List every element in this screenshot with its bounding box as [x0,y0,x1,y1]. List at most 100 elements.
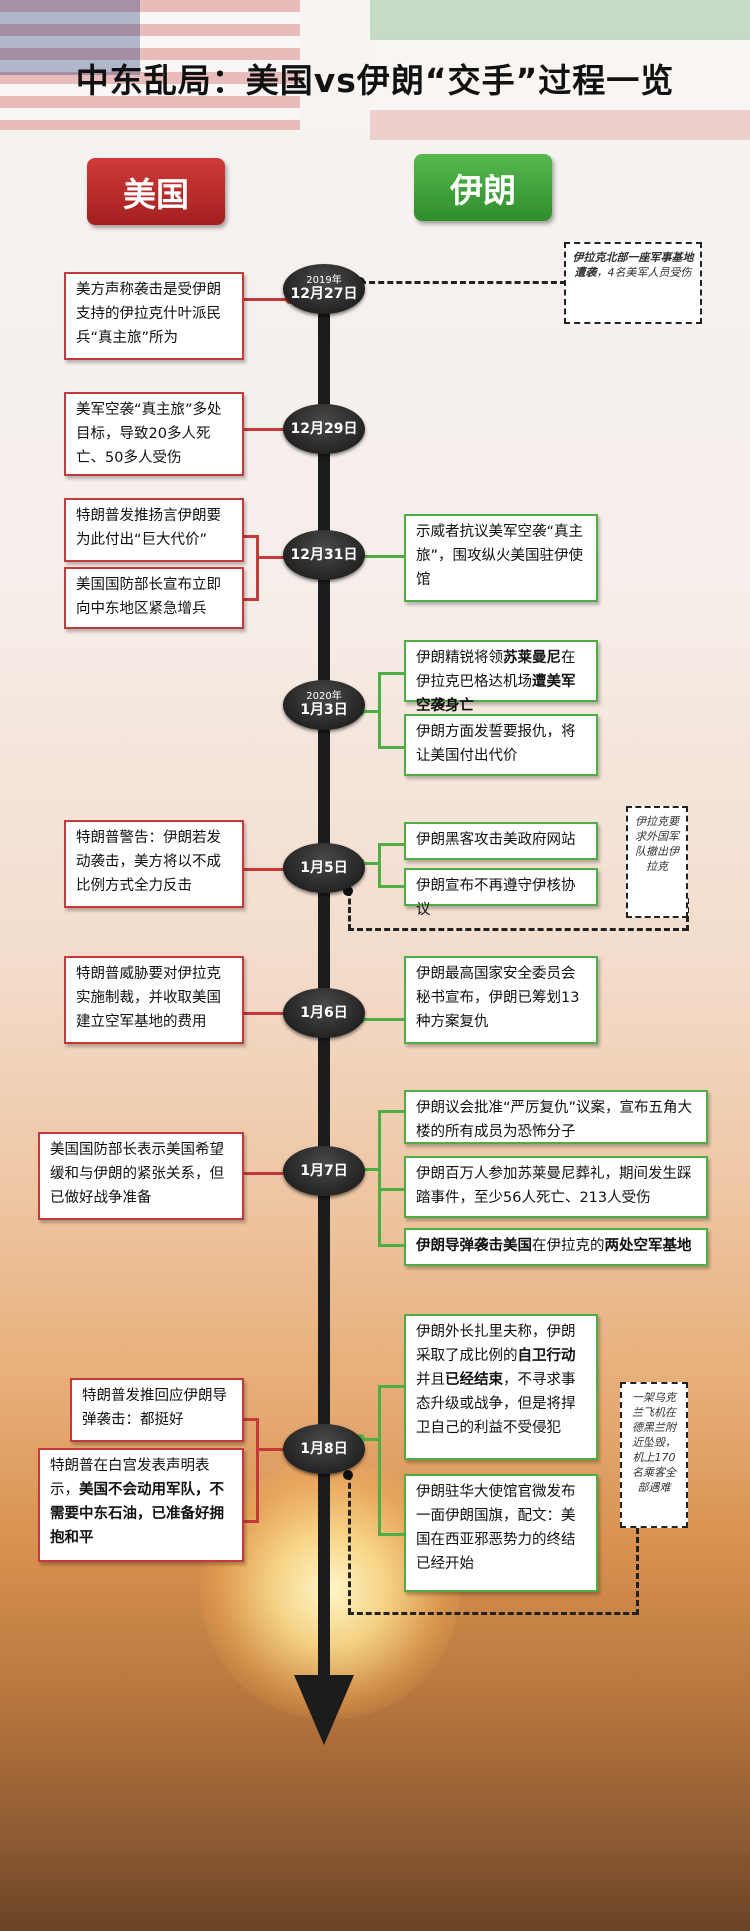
connector-line [378,672,404,675]
event-text-bold: 伊朗导弹袭击美国 [416,1238,532,1254]
date-node-dec29: 12月29日 [283,404,365,454]
node-date: 1月5日 [300,859,348,876]
iran-flag-green-stripe [370,0,750,40]
us-header: 美国 [87,158,225,225]
connector-line [360,862,380,865]
us-event-box: 特朗普发推回应伊朗导弹袭击：都挺好 [70,1378,244,1442]
connector-dot [343,886,353,896]
us-event-box: 特朗普警告：伊朗若发动袭击，美方将以不成比例方式全力反击 [64,820,244,908]
connector-line [360,555,404,558]
event-text: 伊朗精锐将领 [416,650,503,666]
timeline-arrow [294,1675,354,1745]
connector-line [244,868,290,871]
connector-line [378,672,381,748]
event-text-bold: 遭美军空袭身亡 [416,674,576,714]
iran-flag-white-stripe [370,40,750,110]
us-event-box: 美方声称袭击是受伊朗支持的伊拉克什叶派民兵“真主旅”所为 [64,272,244,360]
event-text: 伊朗外长扎里夫称，伊朗采取了成比例的 [416,1324,576,1364]
date-node-jan5: 1月5日 [283,843,365,893]
date-node-jan7: 1月7日 [283,1146,365,1196]
iran-event-box: 伊朗外长扎里夫称，伊朗采取了成比例的自卫行动并且已经结束，不寻求事态升级或战争，… [404,1314,598,1460]
page-title: 中东乱局：美国vs伊朗“交手”过程一览 [75,61,675,100]
connector-line [244,598,258,601]
connector-line [378,1385,381,1535]
connector-line [244,298,290,301]
node-date: 1月7日 [300,1162,348,1179]
connector-line [378,1188,404,1191]
dashed-connector [348,890,351,930]
connector-line [378,1244,404,1247]
iran-event-box: 伊朗黑客攻击美政府网站 [404,822,598,860]
event-text: 在伊拉克巴格达机场 [416,650,576,690]
connector-line [378,1533,404,1536]
connector-line [244,1418,258,1421]
us-flag-canton [0,0,140,75]
dashed-connector [348,928,688,931]
date-node-dec31: 12月31日 [283,530,365,580]
connector-line [244,535,258,538]
date-node-jan8: 1月8日 [283,1424,365,1474]
connector-line [244,1012,290,1015]
connector-line [360,1438,380,1441]
event-text: 并且 [416,1372,445,1388]
note-box: 一架乌克兰飞机在德黑兰附近坠毁，机上170名乘客全部遇难 [620,1382,688,1528]
dashed-connector [360,281,566,284]
node-date: 12月31日 [290,546,358,563]
date-node-jan3: 2020年 1月3日 [283,680,365,730]
node-date: 12月27日 [290,286,358,302]
us-event-box: 美军空袭“真主旅”多处目标，导致20多人死亡、50多人受伤 [64,392,244,476]
iran-event-box: 示威者抗议美军空袭“真主旅”，围攻纵火美国驻伊使馆 [404,514,598,602]
node-date: 12月29日 [290,420,358,437]
connector-line [378,1110,381,1246]
iran-event-box: 伊朗导弹袭击美国在伊拉克的两处空军基地 [404,1228,708,1266]
iran-event-box: 伊朗百万人参加苏莱曼尼葬礼，期间发生踩踏事件，至少56人死亡、213人受伤 [404,1156,708,1218]
dashed-connector [348,1612,638,1615]
event-text-bold: 自卫行动 [517,1348,576,1364]
event-text-bold: 两处空军基地 [604,1238,692,1254]
connector-line [378,885,404,888]
date-node-jan6: 1月6日 [283,988,365,1038]
connector-line [244,1172,290,1175]
node-date: 1月3日 [300,702,348,718]
event-text: 特朗普在白宫发表声明表示， [50,1458,210,1498]
date-node-dec27: 2019年 12月27日 [283,264,365,314]
connector-line [378,843,381,887]
iran-event-box: 伊朗驻华大使馆官微发布一面伊朗国旗，配文：美国在西亚邪恶势力的终结已经开始 [404,1474,598,1592]
connector-line [378,1385,404,1388]
us-flag-background [0,0,300,130]
us-event-box: 美国国防部长表示美国希望缓和与伊朗的紧张关系，但已做好战争准备 [38,1132,244,1220]
connector-line [360,710,380,713]
dashed-connector [636,1528,639,1615]
connector-dot [343,1470,353,1480]
note-text-bold: 伊拉克北部一座军事基地遭袭 [572,251,694,279]
note-box: 伊拉克要求外国军队撤出伊拉克 [626,806,688,918]
note-text: ，4名美军人员受伤 [596,266,692,279]
node-date: 1月6日 [300,1004,348,1021]
connector-line [244,1520,258,1523]
connector-line [244,428,290,431]
iran-header: 伊朗 [414,154,552,221]
iran-event-box: 伊朗精锐将领苏莱曼尼在伊拉克巴格达机场遭美军空袭身亡 [404,640,598,714]
node-date: 1月8日 [300,1440,348,1457]
iran-event-box: 伊朗方面发誓要报仇，将让美国付出代价 [404,714,598,776]
node-year: 2020年 [306,691,342,702]
us-event-box: 特朗普发推扬言伊朗要为此付出“巨大代价” [64,498,244,562]
connector-line [360,1018,404,1021]
event-text: 在伊拉克的 [532,1238,605,1254]
iran-event-box: 伊朗最高国家安全委员会秘书宣布，伊朗已筹划13种方案复仇 [404,956,598,1044]
event-text-bold: 美国不会动用军队，不需要中东石油，已准备好拥抱和平 [50,1482,224,1546]
connector-line [378,843,404,846]
us-event-box: 特朗普威胁要对伊拉克实施制裁，并收取美国建立空军基地的费用 [64,956,244,1044]
event-text: ，不寻求事态升级或战争，但是将捍卫自己的利益不受侵犯 [416,1372,576,1436]
event-text-bold: 苏莱曼尼 [503,650,561,666]
connector-line [378,746,404,749]
connector-line [256,556,290,559]
timeline-axis [318,270,330,1680]
dashed-connector [348,1474,351,1614]
connector-line [256,1418,259,1523]
connector-line [256,1448,290,1451]
us-event-box: 美国国防部长宣布立即向中东地区紧急增兵 [64,567,244,629]
us-event-box: 特朗普在白宫发表声明表示，美国不会动用军队，不需要中东石油，已准备好拥抱和平 [38,1448,244,1562]
iran-flag-red-stripe [370,110,750,140]
